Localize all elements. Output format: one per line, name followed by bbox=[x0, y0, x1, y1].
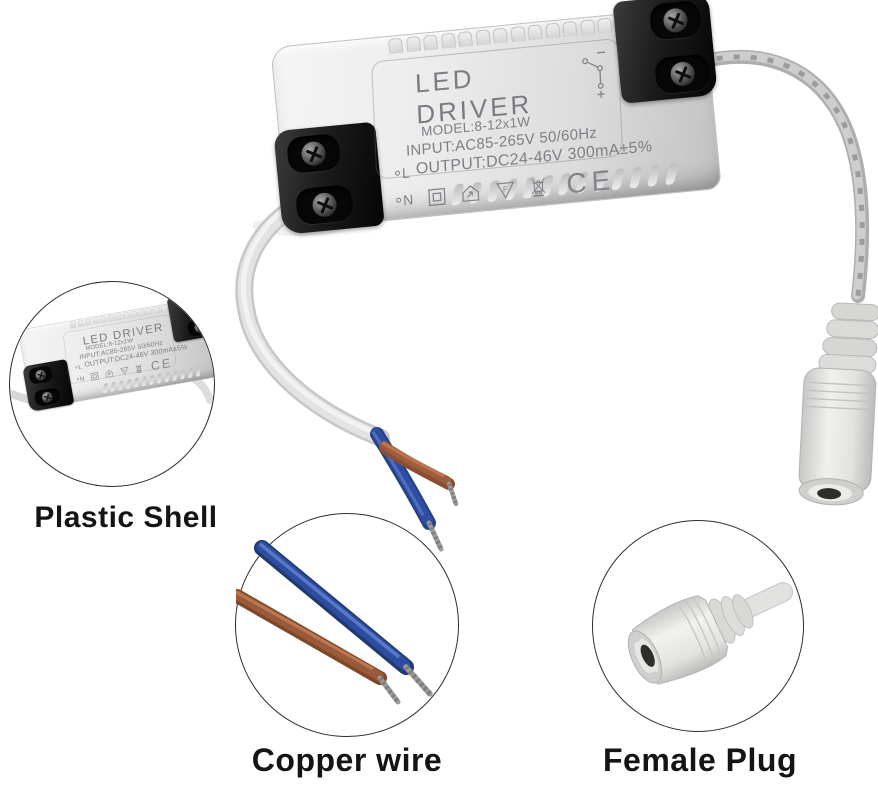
female-plug-inset bbox=[592, 520, 804, 732]
screw-icon bbox=[193, 321, 206, 334]
plastic-shell-inset-content: LED DRIVER MODEL:8-12x1W INPUT:AC85-265V… bbox=[10, 282, 214, 486]
led-driver-device: LED DRIVER MODEL:8-12x1W INPUT:AC85-265V… bbox=[270, 0, 722, 235]
svg-text:F: F bbox=[123, 368, 126, 372]
device-label: LED DRIVER MODEL:8-12x1W INPUT:AC85-265V… bbox=[62, 313, 188, 385]
copper-wire-inset bbox=[235, 513, 459, 737]
terminal-cap-right bbox=[612, 0, 718, 104]
f-mark-triangle-icon: F bbox=[495, 181, 514, 199]
terminal-indicator-dot bbox=[396, 197, 402, 203]
plug-socket-hole bbox=[817, 488, 842, 500]
screw-terminal bbox=[285, 133, 342, 175]
female-plug-graphic bbox=[627, 582, 794, 685]
screw-terminal bbox=[294, 184, 355, 226]
mini-led-driver-device: LED DRIVER MODEL:8-12x1W INPUT:AC85-265V… bbox=[18, 291, 214, 412]
screw-icon bbox=[300, 140, 327, 167]
screw-icon bbox=[188, 298, 201, 311]
svg-text:F: F bbox=[502, 184, 507, 193]
screw-icon bbox=[311, 191, 338, 218]
device-label: LED DRIVER MODEL:8-12x1W INPUT:AC85-265V… bbox=[371, 37, 653, 208]
class-ii-insulation-icon bbox=[90, 371, 99, 381]
weee-bin-icon bbox=[135, 364, 143, 374]
indoor-use-icon bbox=[105, 369, 114, 378]
plastic-shell-inset: LED DRIVER MODEL:8-12x1W INPUT:AC85-265V… bbox=[9, 281, 215, 487]
callout-label-copper-wire: Copper wire bbox=[251, 742, 443, 778]
screw-icon bbox=[669, 60, 696, 88]
screw-icon bbox=[662, 7, 689, 34]
plug-ridges bbox=[677, 596, 722, 666]
input-wire-brown bbox=[379, 441, 459, 507]
cable-print-marks bbox=[699, 54, 865, 297]
callout-label-female-plug: Female Plug bbox=[603, 742, 797, 778]
plug-socket-hole bbox=[640, 644, 655, 667]
copper-wire-inset-content bbox=[236, 540, 433, 705]
female-dc-plug bbox=[798, 302, 878, 506]
brown-wire bbox=[236, 589, 401, 705]
plug-ridges bbox=[805, 381, 872, 411]
screw-icon bbox=[34, 369, 47, 382]
weee-bin-icon bbox=[531, 177, 546, 198]
wiring-schematic-icon bbox=[582, 51, 606, 98]
safety-icons-row: N F CE bbox=[76, 355, 173, 385]
class-ii-insulation-icon bbox=[428, 187, 446, 206]
safety-icons-row: N F bbox=[396, 163, 616, 214]
indoor-use-icon bbox=[462, 185, 480, 203]
blue-wire bbox=[254, 540, 433, 697]
terminal-indicator-dot bbox=[394, 170, 401, 176]
screw-terminal bbox=[654, 53, 712, 95]
terminal-cap-right bbox=[166, 291, 214, 343]
ce-mark: CE bbox=[565, 163, 616, 200]
dc-output-cable bbox=[693, 49, 870, 303]
input-cable bbox=[235, 191, 390, 447]
terminal-n-marker: N bbox=[396, 191, 414, 209]
screw-terminal bbox=[648, 0, 703, 41]
terminal-l-marker: L bbox=[394, 164, 410, 181]
wire-tip bbox=[446, 481, 459, 507]
callout-label-plastic-shell: Plastic Shell bbox=[34, 501, 218, 534]
f-mark-triangle-icon: F bbox=[119, 366, 128, 375]
terminal-cap-left bbox=[273, 121, 385, 235]
female-plug-inset-content bbox=[627, 582, 794, 685]
screw-icon bbox=[41, 391, 54, 404]
